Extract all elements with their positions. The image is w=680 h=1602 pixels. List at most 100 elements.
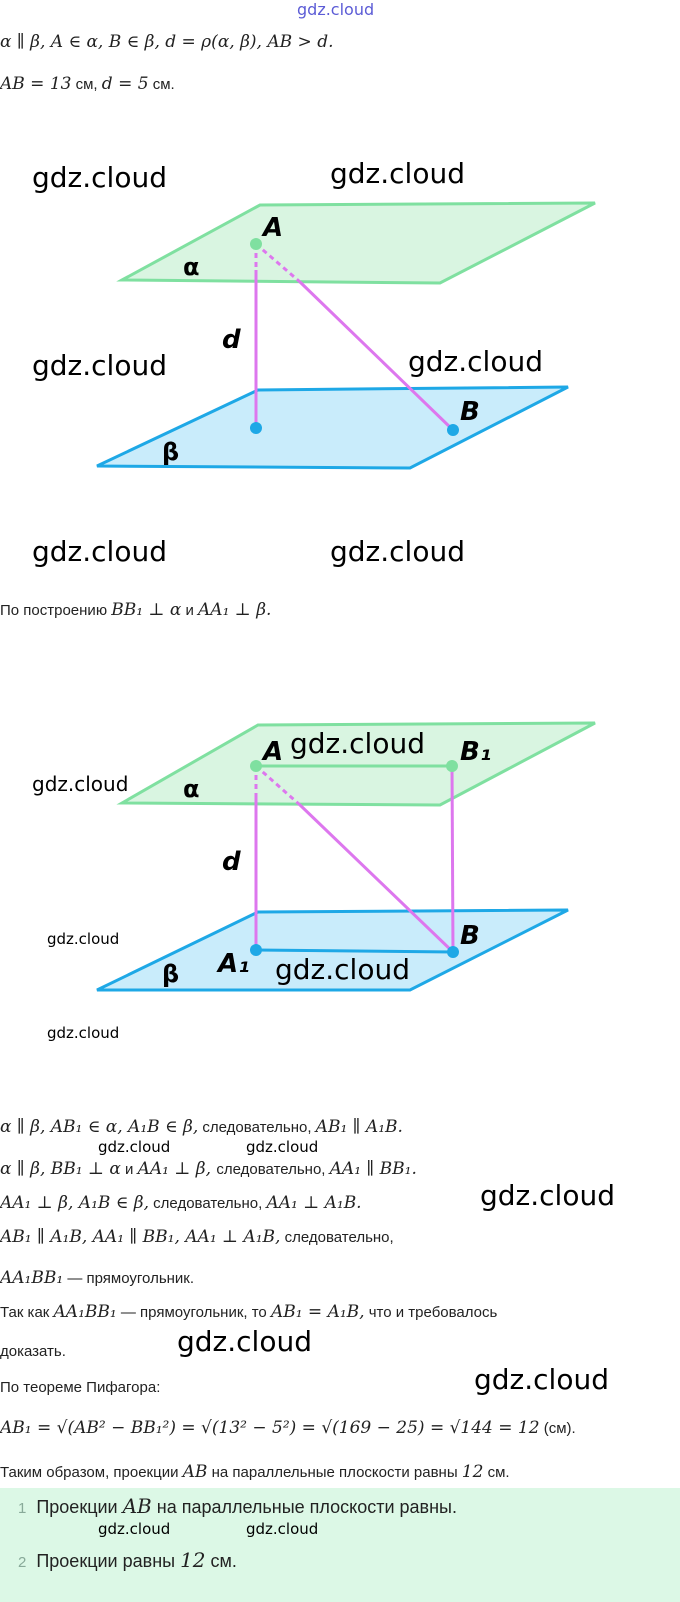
- math: α ∥ β, BB₁ ⊥ α: [0, 1159, 121, 1179]
- watermark: gdz.cloud: [330, 157, 465, 190]
- math: AA₁BB₁: [53, 1302, 117, 1322]
- math: α ∥ β, AB₁ ∈ α, A₁B ∈ β,: [0, 1117, 199, 1137]
- segment-ab: [298, 280, 455, 432]
- proof-line-5: AA₁BB₁ — прямоугольник.: [0, 1268, 194, 1289]
- math: AA₁ ⊥ β, A₁B ∈ β,: [0, 1193, 150, 1213]
- proof-line-3: AA₁ ⊥ β, A₁B ∈ β, следовательно, AA₁ ⊥ A…: [0, 1193, 362, 1214]
- math: AB: [182, 1462, 208, 1482]
- math: AA₁ ∥ BB₁.: [329, 1159, 417, 1179]
- text: на параллельные плоскости равны.: [151, 1497, 457, 1517]
- label-beta: β: [162, 960, 179, 988]
- text: По построению: [0, 602, 112, 619]
- label-alpha: α: [183, 253, 200, 281]
- text: на параллельные плоскости равны: [207, 1464, 462, 1481]
- text: следовательно,: [198, 1119, 316, 1136]
- plane-alpha: [116, 201, 596, 285]
- text: см.: [205, 1551, 237, 1571]
- text: (см).: [539, 1420, 576, 1437]
- watermark: gdz.cloud: [480, 1179, 615, 1212]
- conclusion-line: Так как AA₁BB₁ — прямоугольник, то AB₁ =…: [0, 1302, 497, 1323]
- proof-line-1: α ∥ β, AB₁ ∈ α, A₁B ∈ β, следовательно, …: [0, 1117, 403, 1138]
- math: AB₁ = A₁B,: [270, 1302, 365, 1322]
- conclusion-line-2: доказать.: [0, 1343, 66, 1360]
- watermark: gdz.cloud: [47, 1024, 120, 1042]
- math: AB₁ = √(AB² − BB₁²) = √(13² − 5²) = √(16…: [0, 1418, 540, 1438]
- watermark: gdz.cloud: [32, 349, 167, 382]
- label-alpha: α: [183, 775, 200, 803]
- watermark: gdz.cloud: [297, 0, 375, 19]
- watermark: gdz.cloud: [47, 930, 120, 948]
- watermark: gdz.cloud: [32, 772, 129, 796]
- watermark: gdz.cloud: [98, 1138, 171, 1156]
- watermark: gdz.cloud: [98, 1520, 171, 1538]
- text: следовательно,: [216, 1161, 330, 1178]
- text: Проекции: [36, 1497, 123, 1517]
- text: Так как: [0, 1304, 54, 1321]
- segment-bb1: [450, 765, 455, 953]
- text: и: [181, 602, 199, 619]
- construction-line: По построению BB₁ ⊥ α и AA₁ ⊥ β.: [0, 600, 271, 621]
- math: AA₁ ⊥ β.: [198, 600, 272, 620]
- plane-beta: [96, 385, 569, 470]
- segment-ab: [298, 803, 455, 954]
- point-b: [447, 424, 459, 436]
- point-b1: [446, 760, 458, 772]
- math: AA₁BB₁: [0, 1268, 64, 1288]
- label-a: A: [261, 737, 283, 767]
- answer-number: 1: [18, 1500, 27, 1517]
- watermark: gdz.cloud: [275, 953, 410, 986]
- text: следовательно,: [149, 1195, 267, 1212]
- label-a1: A₁: [216, 949, 250, 979]
- watermark: gdz.cloud: [330, 535, 465, 568]
- pythagoras-formula: AB₁ = √(AB² − BB₁²) = √(13² − 5²) = √(16…: [0, 1418, 576, 1439]
- math: AB₁ ∥ A₁B, AA₁ ∥ BB₁, AA₁ ⊥ A₁B,: [0, 1227, 281, 1247]
- math: 12: [461, 1462, 484, 1482]
- label-d: d: [222, 325, 241, 355]
- math: AB = 13: [0, 74, 72, 94]
- diagram-1: A B d α β: [96, 201, 596, 470]
- watermark: gdz.cloud: [474, 1363, 609, 1396]
- point-a: [250, 760, 262, 772]
- label-b: B: [460, 921, 480, 951]
- proof-line-4: AB₁ ∥ A₁B, AA₁ ∥ BB₁, AA₁ ⊥ A₁B, следова…: [0, 1227, 394, 1248]
- point-b: [447, 946, 459, 958]
- watermark: gdz.cloud: [246, 1138, 319, 1156]
- answer-number: 2: [18, 1554, 27, 1571]
- summary-line: Таким образом, проекции AB на параллельн…: [0, 1462, 510, 1483]
- given-line-2: AB = 13 см, d = 5 см.: [0, 74, 175, 95]
- segment-ab-hidden: [255, 242, 301, 284]
- math: 12: [180, 1548, 206, 1572]
- watermark: gdz.cloud: [246, 1520, 319, 1538]
- plane-alpha: [116, 721, 596, 807]
- math: d = 5: [101, 74, 149, 94]
- math: AB₁ ∥ A₁B.: [315, 1117, 403, 1137]
- segment-ab-hidden: [255, 764, 301, 807]
- label-beta: β: [162, 438, 179, 466]
- diagram-2: A B₁ A₁ B d α β: [96, 721, 596, 992]
- label-b: B: [460, 397, 480, 427]
- given-line-1: α ∥ β, A ∈ α, B ∈ β, d = ρ(α, β), AB > d…: [0, 32, 334, 52]
- text: — прямоугольник.: [63, 1270, 195, 1287]
- text: см.: [148, 76, 175, 93]
- watermark: gdz.cloud: [177, 1325, 312, 1358]
- text: и: [120, 1161, 138, 1178]
- watermark: gdz.cloud: [408, 345, 543, 378]
- label-a: A: [261, 213, 283, 243]
- text: см,: [71, 76, 102, 93]
- text: см.: [483, 1464, 510, 1481]
- label-d: d: [222, 847, 241, 877]
- text: что и требовалось: [364, 1304, 498, 1321]
- segment-a1b: [255, 948, 454, 954]
- pythagoras-heading: По теореме Пифагора:: [0, 1379, 161, 1396]
- math: BB₁ ⊥ α: [111, 600, 182, 620]
- text: следовательно,: [280, 1229, 394, 1246]
- text: Таким образом, проекции: [0, 1464, 183, 1481]
- watermark: gdz.cloud: [290, 727, 425, 760]
- math: AA₁ ⊥ A₁B.: [266, 1193, 362, 1213]
- proof-line-2: α ∥ β, BB₁ ⊥ α и AA₁ ⊥ β, следовательно,…: [0, 1159, 417, 1180]
- math: AA₁ ⊥ β,: [137, 1159, 217, 1179]
- point-a-projection: [250, 422, 262, 434]
